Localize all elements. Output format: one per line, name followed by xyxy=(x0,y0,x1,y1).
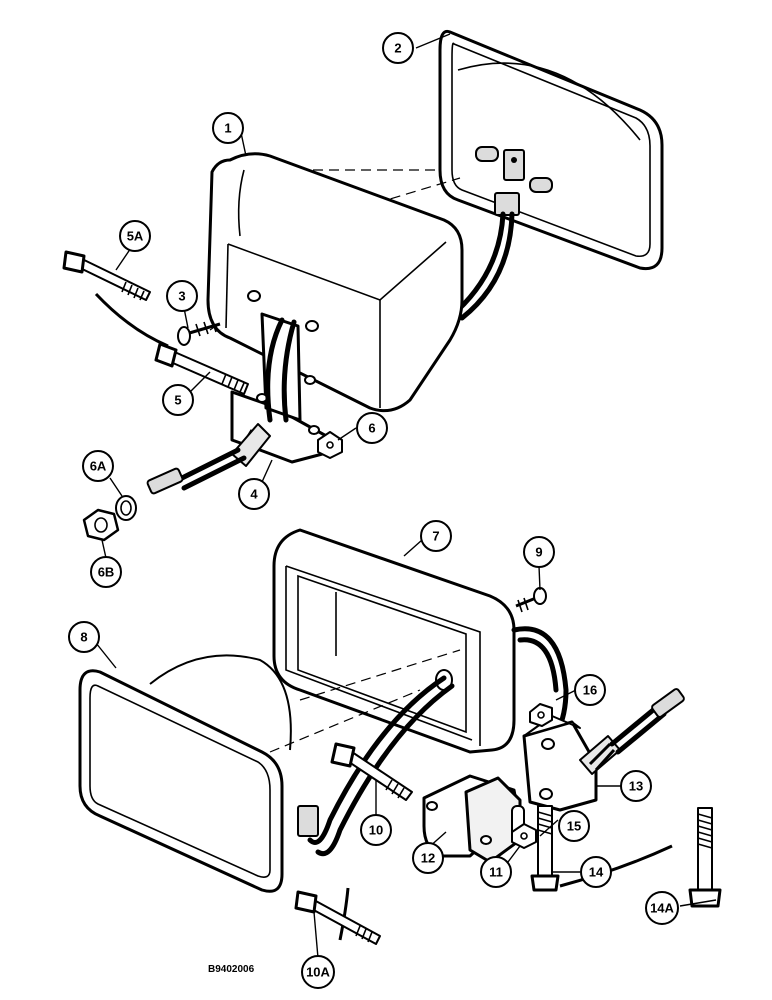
callout-label: 8 xyxy=(80,630,87,645)
callout-label: 5A xyxy=(127,229,144,244)
wire-bracket-2 xyxy=(281,319,297,423)
alignment-line xyxy=(299,649,461,701)
callout-label: 14A xyxy=(650,901,674,916)
bolt-14a xyxy=(688,807,722,908)
callout-label: 9 xyxy=(535,545,542,560)
alternate-indicator-line xyxy=(559,844,673,888)
wire-bracket xyxy=(265,317,285,423)
pigtail-connector xyxy=(146,467,184,495)
callout-label: 5 xyxy=(174,393,181,408)
lamp-housing-lower xyxy=(272,528,516,754)
alignment-line xyxy=(269,689,421,753)
nut-6b xyxy=(82,508,120,542)
callout-10: 10 xyxy=(360,814,392,846)
callout-label: 16 xyxy=(583,683,597,698)
callout-1: 1 xyxy=(212,112,244,144)
callout-label: 7 xyxy=(432,529,439,544)
callout-label: 12 xyxy=(421,851,435,866)
callout-14a: 14A xyxy=(645,891,679,925)
callout-14: 14 xyxy=(580,856,612,888)
callout-7: 7 xyxy=(420,520,452,552)
nut-16 xyxy=(529,703,553,727)
callout-13: 13 xyxy=(620,770,652,802)
callout-label: 6A xyxy=(90,459,107,474)
lamp-lens-upper xyxy=(438,29,664,271)
callout-11: 11 xyxy=(480,856,512,888)
wire-pigtail xyxy=(175,447,241,483)
mounting-bracket-13 xyxy=(522,715,598,812)
callout-5a: 5A xyxy=(119,220,151,252)
callout-label: 1 xyxy=(224,121,231,136)
callout-9: 9 xyxy=(523,536,555,568)
washer-6a xyxy=(115,495,137,521)
nut-6 xyxy=(317,431,343,459)
alternate-indicator-line xyxy=(94,292,169,348)
connector-lower xyxy=(297,805,319,837)
callout-6a: 6A xyxy=(82,450,114,482)
screw-9 xyxy=(515,587,547,613)
callout-label: 11 xyxy=(489,865,503,880)
callout-10a: 10A xyxy=(301,955,335,989)
figure-code: B9402006 xyxy=(208,964,255,975)
screw-3 xyxy=(177,319,221,346)
cable-16b xyxy=(517,637,559,693)
wire-pigtail-2 xyxy=(181,455,247,491)
callout-label: 10 xyxy=(369,823,383,838)
callout-5: 5 xyxy=(162,384,194,416)
lamp-housing-upper xyxy=(206,152,464,413)
wire-lower-2 xyxy=(315,683,455,857)
wire-upper-2 xyxy=(459,211,515,321)
wire-lower xyxy=(307,675,447,845)
callout-label: 14 xyxy=(589,865,604,880)
callout-2: 2 xyxy=(382,32,414,64)
callout-label: 4 xyxy=(250,487,258,502)
callout-label: 3 xyxy=(178,289,185,304)
callout-15: 15 xyxy=(558,810,590,842)
callout-label: 15 xyxy=(567,819,581,834)
bolt-14 xyxy=(530,805,560,892)
bolt-10a xyxy=(294,890,381,945)
callout-label: 2 xyxy=(394,41,401,56)
callout-16: 16 xyxy=(574,674,606,706)
bolt-5 xyxy=(154,342,249,395)
callout-label: 13 xyxy=(629,779,643,794)
callout-6b: 6B xyxy=(90,556,122,588)
alternate-indicator-line xyxy=(338,887,350,941)
bolt-5a xyxy=(62,250,151,301)
wire-upper xyxy=(455,211,506,313)
callout-label: 10A xyxy=(306,965,330,980)
bolt-10 xyxy=(330,742,413,801)
wire-pigtail-lower-2 xyxy=(615,711,667,755)
callout-label: 6B xyxy=(98,565,115,580)
callout-4: 4 xyxy=(238,478,270,510)
callout-8: 8 xyxy=(68,621,100,653)
callout-3: 3 xyxy=(166,280,198,312)
pigtail-connector-lower xyxy=(651,688,685,718)
callout-6: 6 xyxy=(356,412,388,444)
nut-11 xyxy=(511,823,537,849)
wire-pigtail-lower xyxy=(609,703,661,747)
callout-label: 6 xyxy=(368,421,375,436)
lamp-lens-lower xyxy=(78,654,292,893)
callout-12: 12 xyxy=(412,842,444,874)
